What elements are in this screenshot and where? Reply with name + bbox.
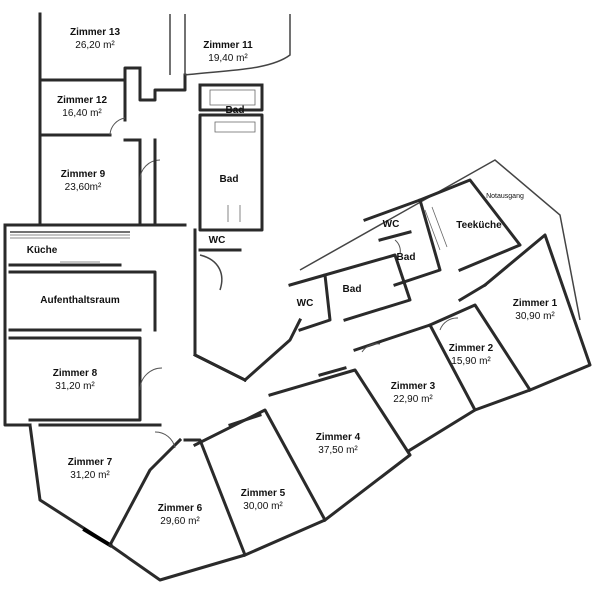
room-label-name: WC <box>383 219 400 230</box>
room-label-name: Zimmer 12 <box>57 95 107 106</box>
left-wing-walls <box>3 12 247 582</box>
room-label-name: Zimmer 9 <box>61 169 106 180</box>
room-label-area: 30,00 m² <box>243 501 283 512</box>
room-label-area: 30,90 m² <box>515 311 555 322</box>
room-label-name: Bad <box>397 252 416 263</box>
room-label-area: 19,40 m² <box>208 53 248 64</box>
room-label-name: Aufenthaltsraum <box>40 295 120 306</box>
room-labels: Zimmer 13 26,20 m² Zimmer 11 19,40 m² Zi… <box>27 27 558 527</box>
room-label-name: Zimmer 11 <box>203 40 253 51</box>
room-label-name: Teeküche <box>456 220 502 231</box>
room-label-area: 31,20 m² <box>70 470 110 481</box>
room-label-name: Bad <box>226 105 245 116</box>
emergency-exit-label: Notausgang <box>486 193 524 200</box>
room-label-area: 16,40 m² <box>62 108 102 119</box>
room-label-name: Zimmer 5 <box>241 488 286 499</box>
room-label-name: WC <box>297 298 314 309</box>
room-label-name: Zimmer 13 <box>70 27 120 38</box>
central-walls <box>184 14 303 383</box>
room-label-name: Bad <box>343 284 362 295</box>
room-label-name: Zimmer 6 <box>158 503 203 514</box>
room-label-area: 26,20 m² <box>75 40 115 51</box>
room-label-area: 31,20 m² <box>55 381 95 392</box>
room-label-area: 23,60m² <box>65 182 102 193</box>
room-label-name: Zimmer 2 <box>449 343 494 354</box>
room-label-name: Zimmer 1 <box>513 298 558 309</box>
room-label-area: 15,90 m² <box>451 356 491 367</box>
right-wing-walls <box>192 159 592 557</box>
room-label-name: Zimmer 3 <box>391 381 436 392</box>
room-label-area: 37,50 m² <box>318 445 358 456</box>
room-label-name: Zimmer 7 <box>68 457 113 468</box>
room-label-name: Bad <box>220 174 239 185</box>
room-label-name: WC <box>209 235 226 246</box>
room-label-area: 29,60 m² <box>160 516 200 527</box>
room-label-name: Zimmer 8 <box>53 368 98 379</box>
room-label-name: Küche <box>27 245 58 256</box>
room-label-name: Zimmer 4 <box>316 432 361 443</box>
room-label-area: 22,90 m² <box>393 394 433 405</box>
